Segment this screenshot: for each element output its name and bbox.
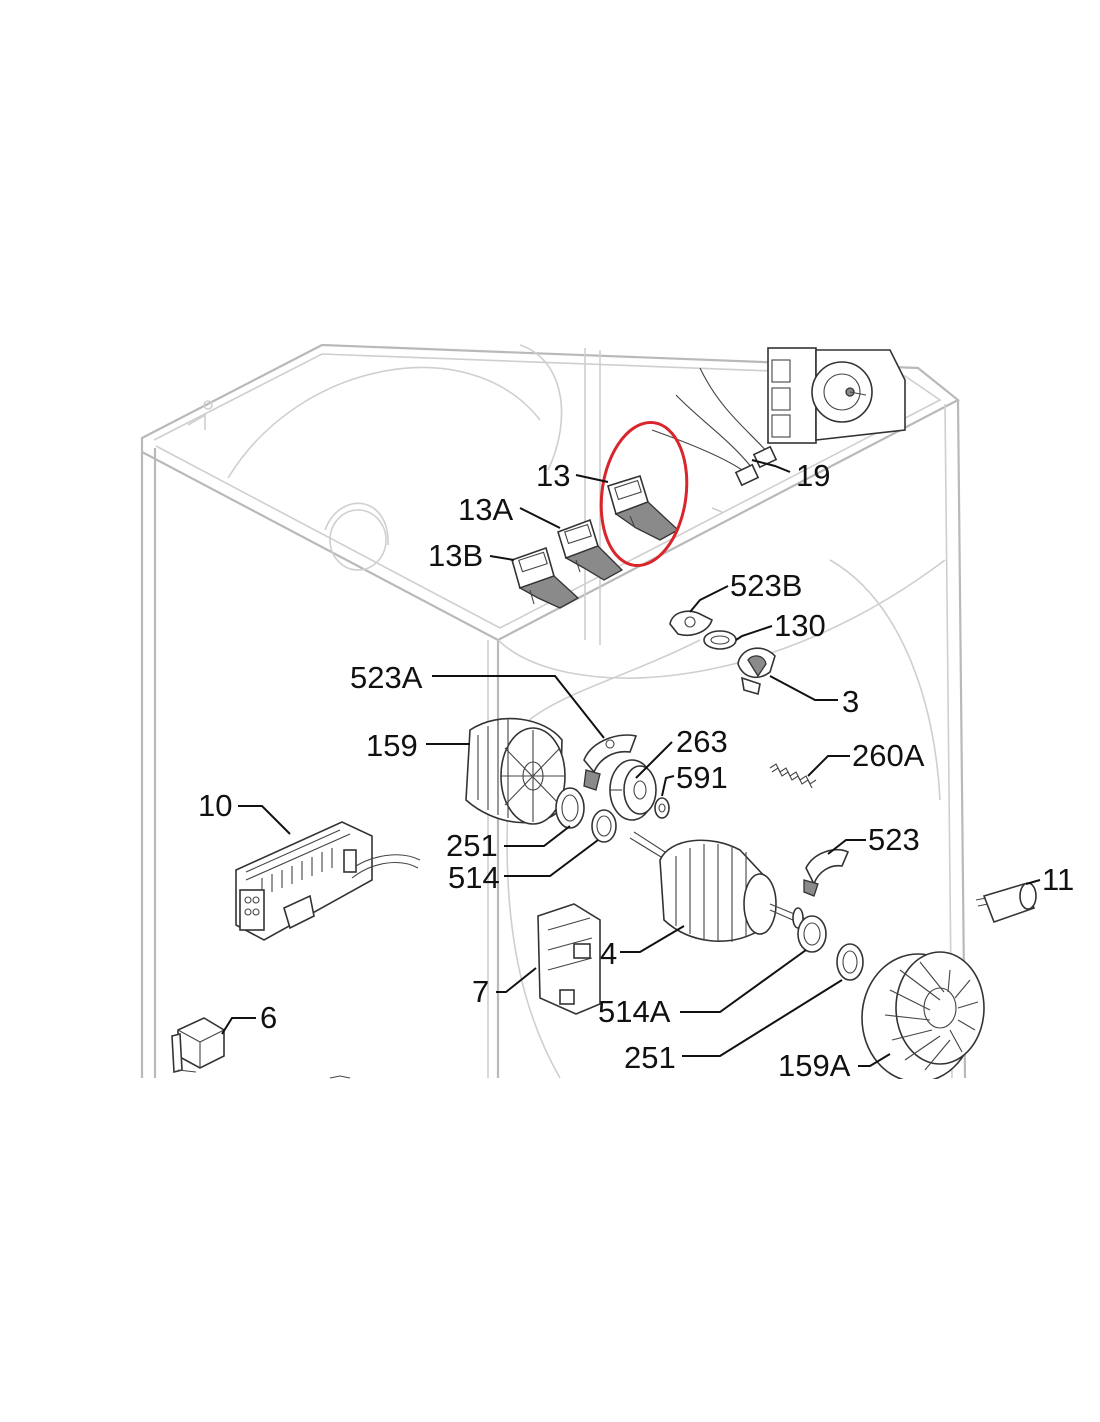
label-159: 159 xyxy=(366,728,418,763)
part-19-timer xyxy=(651,347,906,487)
label-523: 523 xyxy=(868,822,920,857)
part-260A-spring xyxy=(769,763,817,789)
part-130-washer xyxy=(703,630,737,650)
part-6-sensor xyxy=(171,1017,225,1074)
part-3-bracket xyxy=(737,647,776,696)
part-523A-shoe xyxy=(583,734,638,791)
part-514A-bearing xyxy=(797,915,827,953)
part-labels: 13 13A 13B 19 523B 130 3 523A 159 263 59… xyxy=(198,458,1074,1083)
label-523B: 523B xyxy=(730,568,802,603)
part-4-motor xyxy=(629,831,805,942)
part-591-washer xyxy=(654,797,670,819)
label-263: 263 xyxy=(676,724,728,759)
part-7-pump xyxy=(537,903,601,1015)
label-130: 130 xyxy=(774,608,826,643)
label-591: 591 xyxy=(676,760,728,795)
part-523B-bracket xyxy=(669,610,713,636)
part-159-fan xyxy=(465,717,566,825)
part-523-shoe xyxy=(803,848,850,897)
label-523A: 523A xyxy=(350,660,423,695)
leader-lines xyxy=(221,459,1041,1067)
label-514A: 514A xyxy=(598,994,671,1029)
part-514-bearing xyxy=(591,809,617,843)
label-11: 11 xyxy=(1042,862,1074,897)
part-159A-blower xyxy=(861,951,985,1083)
label-251: 251 xyxy=(446,828,498,863)
label-7: 7 xyxy=(472,974,489,1009)
highlight-ring xyxy=(599,420,689,568)
part-10-heater xyxy=(235,821,421,941)
label-514: 514 xyxy=(448,860,500,895)
label-159A: 159A xyxy=(778,1048,851,1083)
label-3: 3 xyxy=(842,684,859,719)
label-13A: 13A xyxy=(458,492,513,527)
label-13B: 13B xyxy=(428,538,483,573)
part-13B-switch xyxy=(511,546,580,609)
part-263-pulley xyxy=(609,759,657,821)
label-251-right: 251 xyxy=(624,1040,676,1075)
label-10: 10 xyxy=(198,788,232,823)
part-13A-switch xyxy=(557,518,624,581)
label-6: 6 xyxy=(260,1000,277,1035)
label-19: 19 xyxy=(796,458,830,493)
part-251-bearing-right xyxy=(836,943,864,981)
label-13: 13 xyxy=(536,458,570,493)
part-251-bearing xyxy=(555,787,585,829)
part-11-capacitor xyxy=(975,882,1037,924)
part-13-switch xyxy=(607,474,680,541)
label-260A: 260A xyxy=(852,738,925,773)
label-4: 4 xyxy=(600,936,617,971)
